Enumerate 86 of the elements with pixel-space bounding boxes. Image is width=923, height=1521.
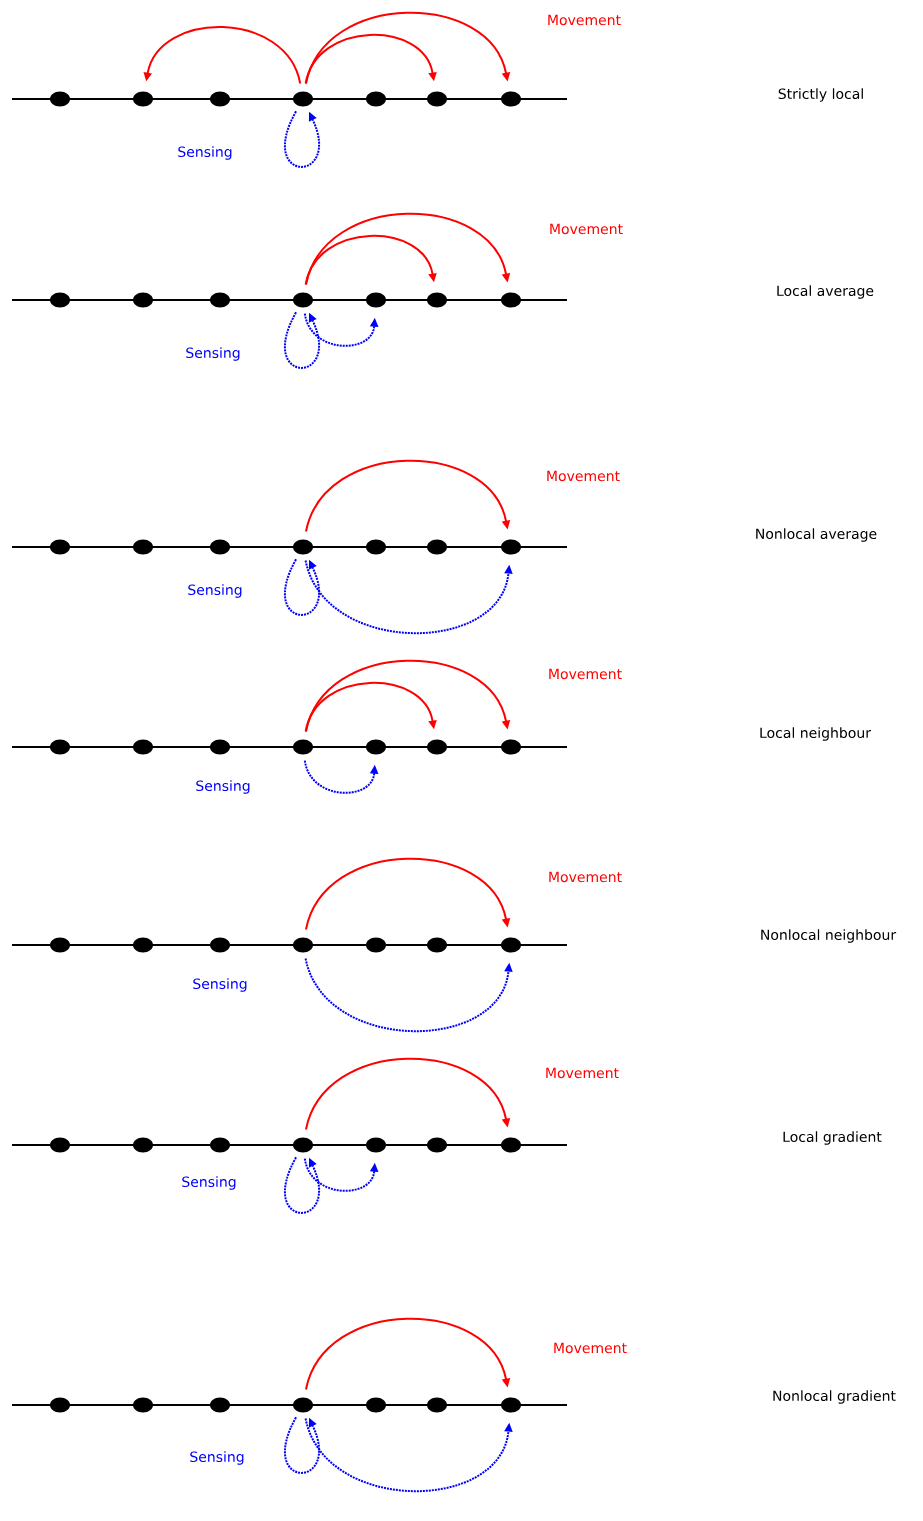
dot — [427, 937, 447, 953]
dot — [133, 539, 153, 555]
movement-label: Movement — [547, 470, 620, 482]
dot — [50, 1137, 70, 1153]
dot — [210, 937, 230, 953]
dot — [427, 91, 447, 107]
dot — [210, 1397, 230, 1413]
movement-label: Movement — [550, 223, 623, 235]
dot — [50, 91, 70, 107]
dot — [293, 1397, 313, 1413]
arrow — [304, 857, 511, 931]
arrow — [304, 1057, 511, 1131]
dot — [366, 739, 386, 755]
dot — [366, 1137, 386, 1153]
dot — [501, 937, 521, 953]
dot — [50, 539, 70, 555]
dot — [293, 91, 313, 107]
movement-label: Movement — [546, 1067, 619, 1079]
dot — [366, 937, 386, 953]
dot — [293, 292, 313, 308]
dot — [133, 292, 153, 308]
dot — [501, 91, 521, 107]
arrow — [304, 11, 511, 85]
row-title: Local gradient — [783, 1131, 882, 1145]
arrow — [304, 212, 511, 286]
dot — [293, 739, 313, 755]
dot — [133, 1137, 153, 1153]
arrow — [284, 558, 321, 616]
dot — [133, 739, 153, 755]
dot — [501, 1397, 521, 1413]
sensing-label: Sensing — [182, 1176, 236, 1190]
arrow — [284, 1416, 321, 1474]
dot — [366, 91, 386, 107]
arrow — [284, 110, 321, 168]
arrow — [304, 1417, 513, 1493]
dot — [133, 1397, 153, 1413]
dot — [210, 739, 230, 755]
arrow — [143, 26, 302, 85]
dot — [427, 1137, 447, 1153]
dot — [427, 539, 447, 555]
dot — [501, 1137, 521, 1153]
row-title: Strictly local — [778, 88, 863, 102]
dot — [133, 937, 153, 953]
dot — [210, 1137, 230, 1153]
dot — [427, 739, 447, 755]
dot — [210, 91, 230, 107]
dot — [133, 91, 153, 107]
row-title: Local neighbour — [760, 727, 871, 741]
dot — [210, 292, 230, 308]
dot — [50, 739, 70, 755]
movement-label: Movement — [549, 871, 622, 883]
dot — [50, 292, 70, 308]
sensing-label: Sensing — [196, 780, 250, 794]
arrow — [304, 559, 513, 635]
sensing-label: Sensing — [178, 146, 232, 160]
dot — [50, 937, 70, 953]
arrow — [284, 311, 321, 369]
row-title: Local average — [777, 285, 874, 299]
movement-label: Movement — [554, 1342, 627, 1354]
dot — [366, 292, 386, 308]
sensing-label: Sensing — [193, 978, 247, 992]
arrow — [284, 1156, 321, 1214]
dot — [293, 1137, 313, 1153]
arrow — [304, 1317, 511, 1391]
movement-label: Movement — [548, 14, 621, 26]
row-title: Nonlocal neighbour — [761, 929, 897, 943]
dot — [293, 539, 313, 555]
dot — [366, 1397, 386, 1413]
dot — [50, 1397, 70, 1413]
sensing-label: Sensing — [190, 1451, 244, 1465]
row-title: Nonlocal gradient — [773, 1390, 896, 1404]
arrow — [304, 659, 511, 733]
dot — [427, 292, 447, 308]
dot — [501, 539, 521, 555]
arrow — [304, 459, 511, 533]
row-title: Nonlocal average — [756, 528, 877, 542]
dot — [293, 937, 313, 953]
movement-label: Movement — [549, 668, 622, 680]
dot — [366, 539, 386, 555]
sensing-label: Sensing — [188, 584, 242, 598]
sensing-label: Sensing — [186, 347, 240, 361]
dot — [501, 739, 521, 755]
dot — [427, 1397, 447, 1413]
dot — [501, 292, 521, 308]
arrow — [304, 957, 513, 1033]
dot — [210, 539, 230, 555]
